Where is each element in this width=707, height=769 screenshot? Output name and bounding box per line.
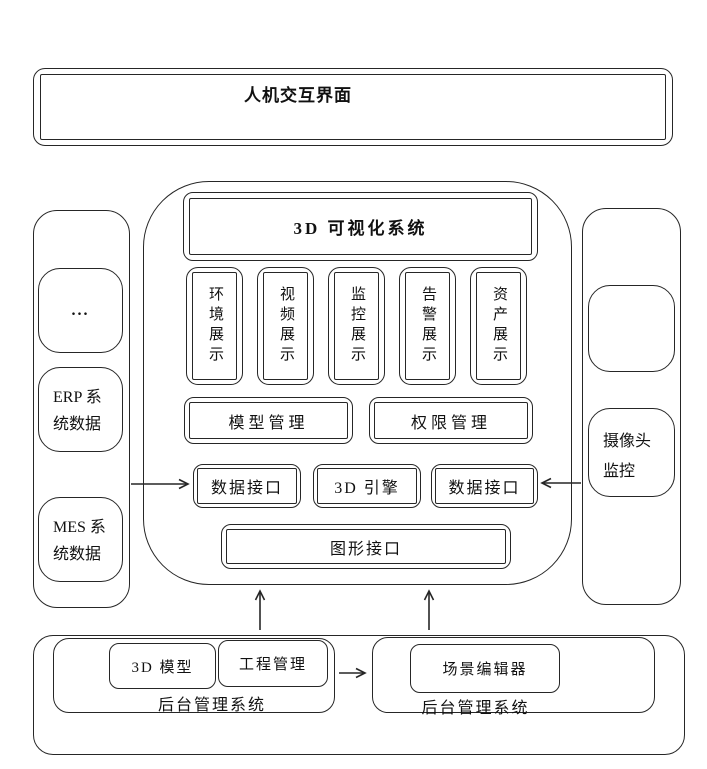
- display-module-monitoring: 监控展示: [328, 267, 385, 385]
- model-3d-label: 3D 模型: [131, 659, 194, 676]
- model-management-label: 模型管理: [228, 414, 309, 432]
- display-module-alarm-label: 告警展示: [420, 286, 436, 366]
- scene-editor-label: 场景编辑器: [442, 662, 528, 678]
- display-module-asset-label: 资产展示: [491, 286, 507, 366]
- arrow-backend-to-system-right: [423, 589, 435, 630]
- camera-monitor-box: 摄像头 监控: [588, 408, 675, 497]
- hmi-title: 人机交互界面: [244, 86, 352, 105]
- data-interface-left-box: 数据接口: [193, 464, 301, 508]
- graphics-interface-label: 图形接口: [329, 540, 402, 558]
- project-management-box: 工程管理: [218, 640, 328, 687]
- visualization-system-container: 3D 可视化系统 环境展示 视频展示 监控展示 告警展示 资产展示 模型管理 权…: [143, 181, 572, 585]
- erp-data-box: ERP 系 统数据: [38, 367, 123, 452]
- display-module-asset: 资产展示: [470, 267, 527, 385]
- display-module-alarm: 告警展示: [399, 267, 456, 385]
- permission-management-label: 权限管理: [410, 414, 491, 432]
- mes-data-box: MES 系 统数据: [38, 497, 123, 582]
- visualization-title-box: 3D 可视化系统: [183, 192, 538, 261]
- other-data-label: ...: [71, 301, 90, 319]
- left-data-panel: ... ERP 系 统数据 MES 系 统数据: [33, 210, 130, 608]
- mes-data-label-line2: 统数据: [53, 546, 102, 563]
- backend-system-right: 场景编辑器 后台管理系统: [372, 637, 655, 717]
- permission-management-box: 权限管理: [369, 397, 533, 444]
- display-module-environment-label: 环境展示: [207, 286, 223, 366]
- display-module-video-label: 视频展示: [278, 286, 294, 366]
- scene-editor-box: 场景编辑器: [410, 644, 560, 693]
- backend-system-right-label: 后台管理系统: [421, 700, 530, 717]
- hmi-box: 人机交互界面: [33, 68, 673, 146]
- arrow-backend-to-system-left: [254, 589, 266, 630]
- backend-section-container: 3D 模型 工程管理 后台管理系统 场景编辑器 后台管理系统: [33, 635, 685, 755]
- erp-data-label-line1: ERP 系: [53, 389, 102, 406]
- engine-3d-label: 3D 引擎: [334, 480, 400, 497]
- visualization-title: 3D 可视化系统: [293, 219, 428, 238]
- engine-3d-box: 3D 引擎: [313, 464, 421, 508]
- camera-monitor-label-line1: 摄像头: [603, 433, 652, 450]
- other-data-box: ...: [38, 268, 123, 353]
- data-interface-right-label: 数据接口: [448, 480, 521, 497]
- display-module-video: 视频展示: [257, 267, 314, 385]
- display-module-monitoring-label: 监控展示: [349, 286, 365, 366]
- mes-data-label-line1: MES 系: [53, 519, 106, 536]
- erp-data-label-line2: 统数据: [53, 416, 102, 433]
- right-camera-panel: 摄像头 监控: [582, 208, 681, 605]
- graphics-interface-box: 图形接口: [221, 524, 511, 569]
- data-interface-left-label: 数据接口: [210, 480, 283, 497]
- display-module-environment: 环境展示: [186, 267, 243, 385]
- backend-system-left-label: 后台管理系统: [157, 697, 266, 714]
- data-interface-right-box: 数据接口: [431, 464, 538, 508]
- model-management-box: 模型管理: [184, 397, 353, 444]
- project-management-label: 工程管理: [238, 657, 307, 673]
- model-3d-box: 3D 模型: [109, 643, 216, 689]
- camera-monitor-label-line2: 监控: [603, 463, 636, 480]
- backend-system-left: 3D 模型 工程管理 后台管理系统: [53, 638, 335, 714]
- camera-empty-box: [588, 285, 675, 372]
